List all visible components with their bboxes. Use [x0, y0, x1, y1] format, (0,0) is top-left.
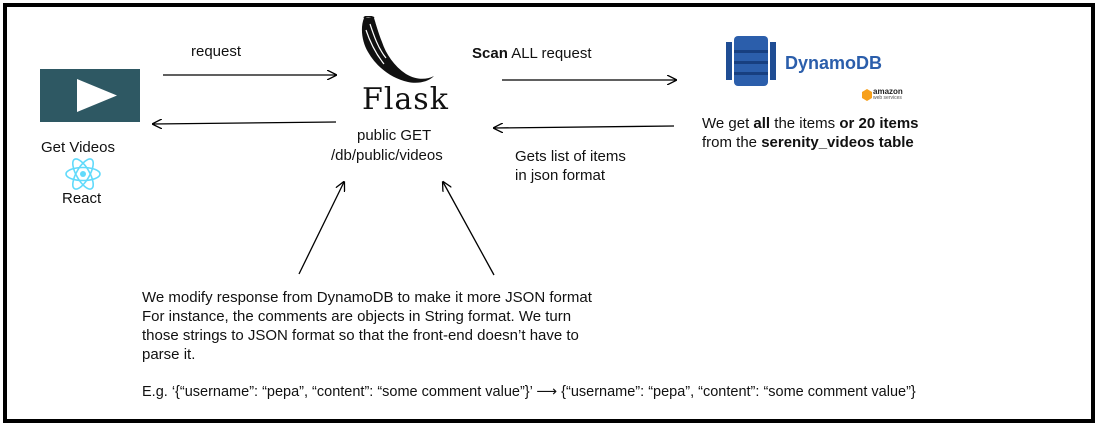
flask-horn-icon [356, 15, 436, 88]
response-label-line1: Gets list of items [515, 148, 626, 165]
dynamodb-label: DynamoDB [785, 53, 883, 73]
framework-label: React [62, 190, 102, 207]
note-line3: those strings to JSON format so that the… [142, 327, 579, 344]
diagram-frame [3, 3, 1095, 423]
endpoint-method: public GET [357, 127, 432, 144]
arrow-note-right [443, 182, 495, 276]
flask-wordmark: Flask [362, 82, 449, 117]
scan-rest-text: ALL request [507, 45, 592, 62]
arrow-response-to-client [153, 122, 337, 124]
db-note-line2: from the serenity_videos table [702, 133, 914, 152]
db-note-line1: We get all the items or 20 items [702, 114, 919, 133]
db-note-bold: all [753, 115, 771, 132]
request-label: request [191, 43, 242, 60]
note-line2: For instance, the comments are objects i… [142, 308, 572, 325]
scan-bold-text: Scan [472, 45, 508, 62]
note-line1: We modify response from DynamoDB to make… [142, 289, 592, 306]
client-label: Get Videos [41, 139, 115, 156]
react-icon [63, 157, 103, 191]
note-example: E.g. ‘{“username”: “pepa”, “content”: “s… [142, 384, 916, 400]
db-note-text: the items [770, 115, 840, 132]
note-line4: parse it. [142, 346, 196, 363]
dynamodb-icon [726, 36, 776, 86]
db-note-bold: serenity_videos table [761, 134, 914, 151]
db-note-text: We get [702, 115, 754, 132]
db-note-text: from the [702, 134, 762, 151]
aws-sub-text: web services [873, 95, 902, 101]
response-label-line2: in json format [515, 167, 606, 184]
endpoint-path: /db/public/videos [331, 147, 443, 164]
aws-brand-text: amazon [873, 87, 903, 96]
arrow-note-left [298, 182, 344, 275]
db-note-bold: or 20 items [839, 115, 919, 132]
scan-request-label: Scan ALL request [472, 44, 592, 63]
aws-cube-icon [862, 89, 872, 101]
video-play-icon [40, 69, 140, 122]
arrow-items-to-flask [494, 126, 675, 128]
aws-logo: amazon web services [862, 87, 908, 107]
